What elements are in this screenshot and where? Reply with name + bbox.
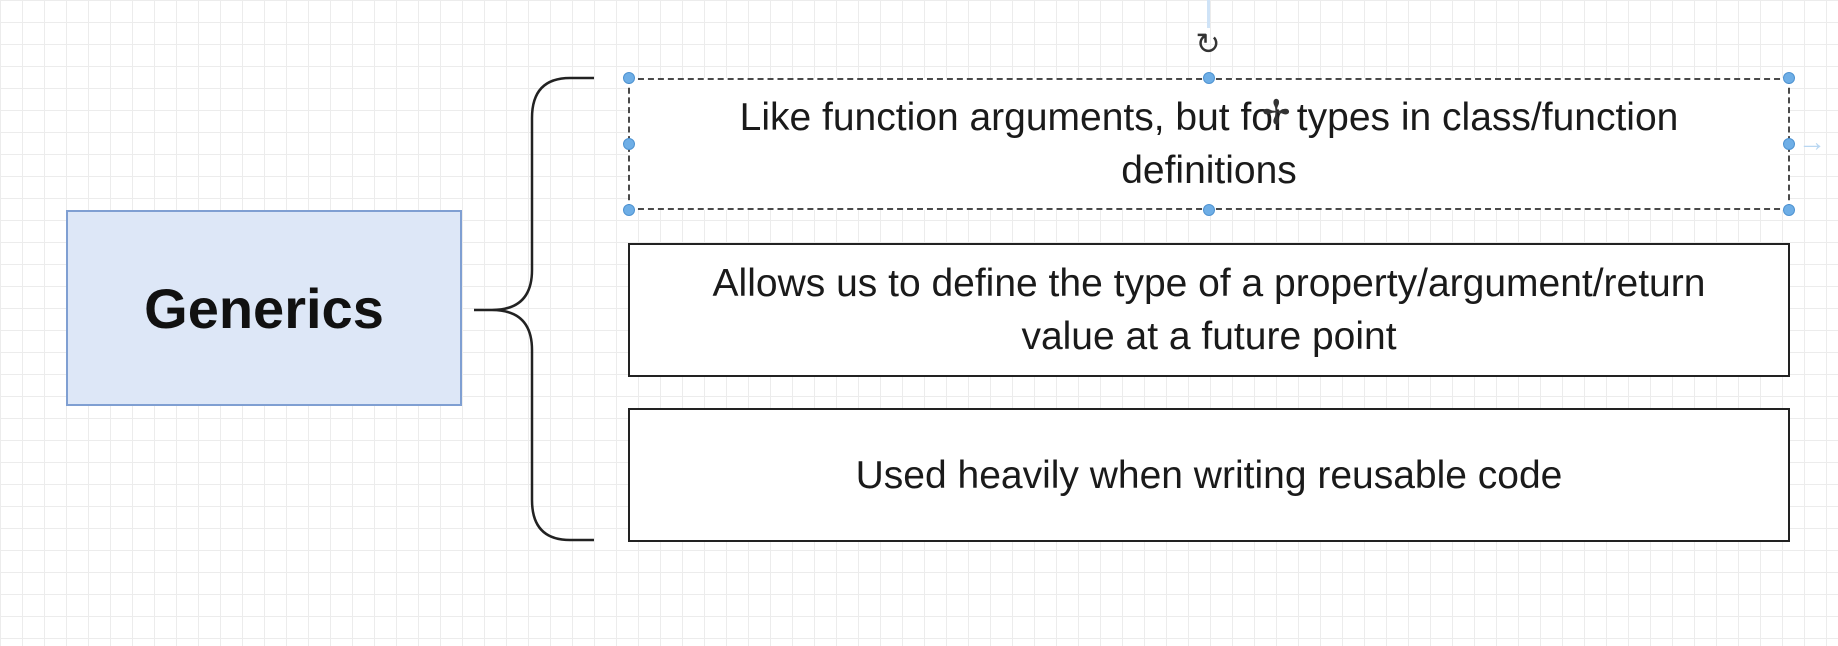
resize-handle-middle-right[interactable] (1783, 138, 1795, 150)
generics-label: Generics (144, 276, 384, 340)
definition-text-2: Allows us to define the type of a proper… (712, 262, 1706, 358)
resize-handle-top-right[interactable] (1783, 72, 1795, 84)
rotate-icon[interactable]: ↻ (1195, 28, 1221, 61)
move-cursor-icon: ✢ (1262, 94, 1291, 132)
resize-handle-top-left[interactable] (623, 72, 635, 84)
resize-handle-bottom-right[interactable] (1783, 204, 1795, 216)
generics-box[interactable]: Generics (66, 210, 462, 406)
connection-arrow-icon[interactable]: → (1798, 126, 1826, 157)
definition-text-1: Like function arguments, but for types i… (739, 96, 1679, 192)
definition-box-3[interactable]: Used heavily when writing reusable code (628, 408, 1790, 542)
definition-box-1[interactable]: Like function arguments, but for types i… (628, 78, 1790, 210)
connection-guide-vertical (1207, 0, 1210, 28)
definition-text-3: Used heavily when writing reusable code (855, 453, 1563, 497)
resize-handle-bottom-left[interactable] (623, 204, 635, 216)
curly-brace-connector (474, 76, 594, 542)
definition-box-2[interactable]: Allows us to define the type of a proper… (628, 243, 1790, 377)
resize-handle-top-center[interactable] (1203, 72, 1215, 84)
resize-handle-bottom-center[interactable] (1203, 204, 1215, 216)
resize-handle-middle-left[interactable] (623, 138, 635, 150)
